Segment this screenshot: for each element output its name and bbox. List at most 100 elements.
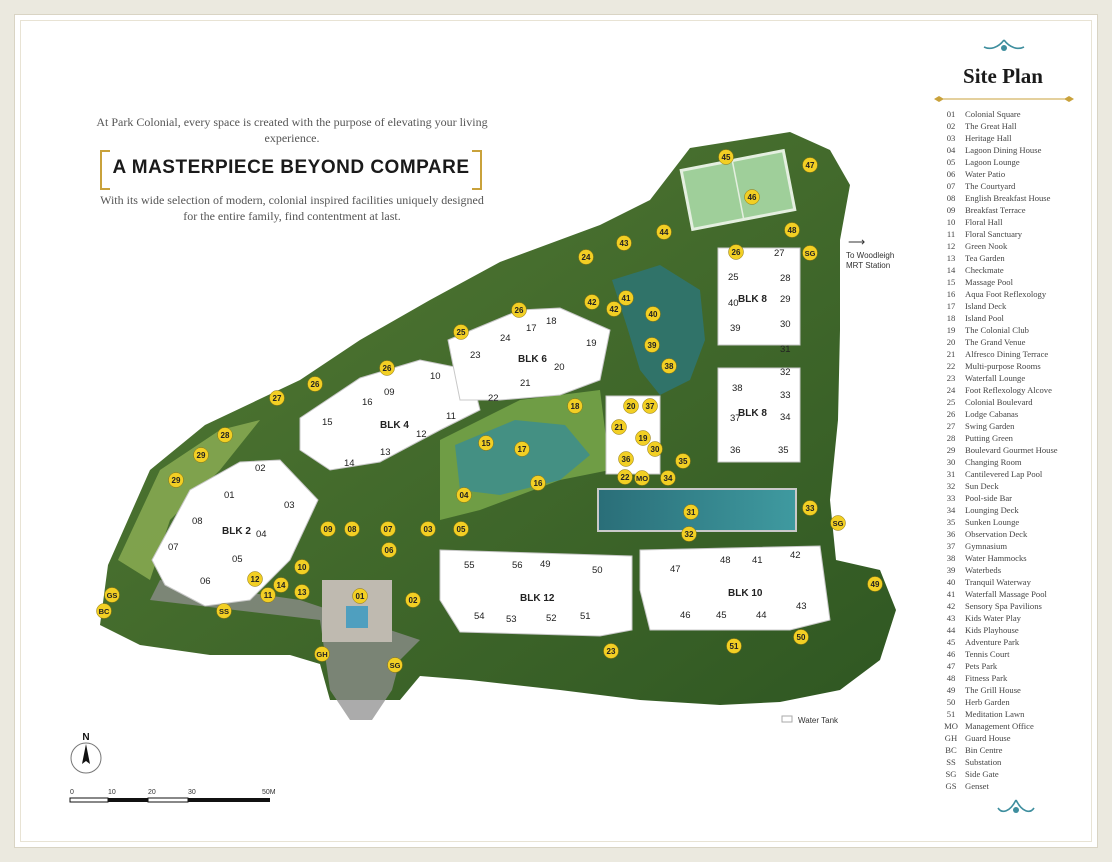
facility-marker[interactable]: GH: [314, 646, 330, 662]
facility-marker[interactable]: 01: [352, 588, 368, 604]
facility-marker[interactable]: 26: [379, 360, 395, 376]
facility-marker[interactable]: 15: [478, 435, 494, 451]
facility-marker[interactable]: 29: [193, 447, 209, 463]
facility-marker[interactable]: 26: [511, 302, 527, 318]
facility-marker[interactable]: 19: [635, 430, 651, 446]
marker-circle: [728, 244, 744, 260]
facility-marker[interactable]: 43: [616, 235, 632, 251]
marker-code: 02: [409, 596, 418, 605]
marker-code: 34: [664, 474, 673, 483]
facility-marker[interactable]: 18: [567, 398, 583, 414]
facility-marker[interactable]: 12: [247, 571, 263, 587]
legend-code: 18: [946, 313, 956, 323]
facility-marker[interactable]: SG: [802, 245, 818, 261]
facility-marker[interactable]: 13: [294, 584, 310, 600]
facility-marker[interactable]: 32: [681, 526, 697, 542]
legend-code: 31: [946, 469, 956, 479]
facility-marker[interactable]: 38: [661, 358, 677, 374]
facility-marker[interactable]: 21: [611, 419, 627, 435]
facility-marker[interactable]: 33: [802, 500, 818, 516]
legend-code: 12: [946, 241, 956, 251]
facility-marker[interactable]: 30: [647, 441, 663, 457]
facility-marker[interactable]: SG: [830, 515, 846, 531]
marker-code: 26: [515, 306, 524, 315]
marker-circle: [802, 157, 818, 173]
unit-number: 38: [732, 383, 743, 394]
facility-marker[interactable]: 42: [606, 301, 622, 317]
facility-marker[interactable]: 05: [453, 521, 469, 537]
facility-marker[interactable]: 08: [344, 521, 360, 537]
facility-marker[interactable]: 10: [294, 559, 310, 575]
marker-circle: [578, 249, 594, 265]
facility-marker[interactable]: 29: [168, 472, 184, 488]
facility-marker[interactable]: 04: [456, 487, 472, 503]
facility-marker[interactable]: 23: [603, 643, 619, 659]
facility-marker[interactable]: 09: [320, 521, 336, 537]
legend-code: 45: [946, 637, 956, 647]
marker-circle: [681, 526, 697, 542]
legend-code: 11: [946, 229, 956, 239]
legend-code: 47: [946, 661, 956, 671]
facility-marker[interactable]: 25: [453, 324, 469, 340]
facility-marker[interactable]: 42: [584, 294, 600, 310]
marker-code: 01: [356, 592, 365, 601]
facility-marker[interactable]: 37: [642, 398, 658, 414]
facility-marker[interactable]: 31: [683, 504, 699, 520]
facility-marker[interactable]: 03: [420, 521, 436, 537]
facility-marker[interactable]: 36: [618, 451, 634, 467]
facility-marker[interactable]: 02: [405, 592, 421, 608]
marker-circle: [478, 435, 494, 451]
facility-marker[interactable]: 50: [793, 629, 809, 645]
legend-label: Lagoon Lounge: [965, 157, 1020, 167]
facility-marker[interactable]: 41: [618, 290, 634, 306]
facility-marker[interactable]: 07: [380, 521, 396, 537]
facility-marker[interactable]: 46: [744, 189, 760, 205]
legend-label: Pool-side Bar: [965, 493, 1013, 503]
facility-marker[interactable]: MO: [634, 470, 650, 486]
facility-marker[interactable]: 17: [514, 441, 530, 457]
facility-marker[interactable]: 24: [578, 249, 594, 265]
legend-label: The Courtyard: [965, 181, 1016, 191]
facility-marker[interactable]: 27: [269, 390, 285, 406]
facility-marker[interactable]: 20: [623, 398, 639, 414]
scale-bar: [69, 797, 270, 803]
headline-frame: A MASTERPIECE BEYOND COMPARE: [100, 150, 482, 190]
facility-marker[interactable]: 26: [307, 376, 323, 392]
facility-marker[interactable]: 51: [726, 638, 742, 654]
facility-marker[interactable]: 48: [784, 222, 800, 238]
facility-marker[interactable]: BC: [96, 603, 112, 619]
facility-marker[interactable]: 40: [645, 306, 661, 322]
facility-marker[interactable]: 11: [260, 587, 276, 603]
facility-marker[interactable]: 39: [644, 337, 660, 353]
facility-marker[interactable]: 26: [728, 244, 744, 260]
facility-marker[interactable]: SS: [216, 603, 232, 619]
facility-marker[interactable]: 44: [656, 224, 672, 240]
facility-marker[interactable]: 16: [530, 475, 546, 491]
facility-marker[interactable]: 28: [217, 427, 233, 443]
facility-marker[interactable]: SG: [387, 657, 403, 673]
legend-label: Boulevard Gourmet House: [965, 445, 1058, 455]
facility-marker[interactable]: 22: [617, 469, 633, 485]
block-label: BLK 12: [520, 593, 555, 604]
marker-circle: [616, 235, 632, 251]
facility-marker[interactable]: 14: [273, 577, 289, 593]
facility-marker[interactable]: 35: [675, 453, 691, 469]
marker-code: 15: [482, 439, 491, 448]
legend-rule: [934, 96, 1074, 102]
facility-marker[interactable]: 45: [718, 149, 734, 165]
legend-code: 09: [946, 205, 956, 215]
facility-marker[interactable]: 49: [867, 576, 883, 592]
legend-label: Colonial Boulevard: [965, 397, 1033, 407]
facility-marker[interactable]: 06: [381, 542, 397, 558]
facility-marker[interactable]: 47: [802, 157, 818, 173]
legend-code: 38: [946, 553, 956, 563]
facility-marker[interactable]: 34: [660, 470, 676, 486]
facility-marker[interactable]: GS: [104, 587, 120, 603]
